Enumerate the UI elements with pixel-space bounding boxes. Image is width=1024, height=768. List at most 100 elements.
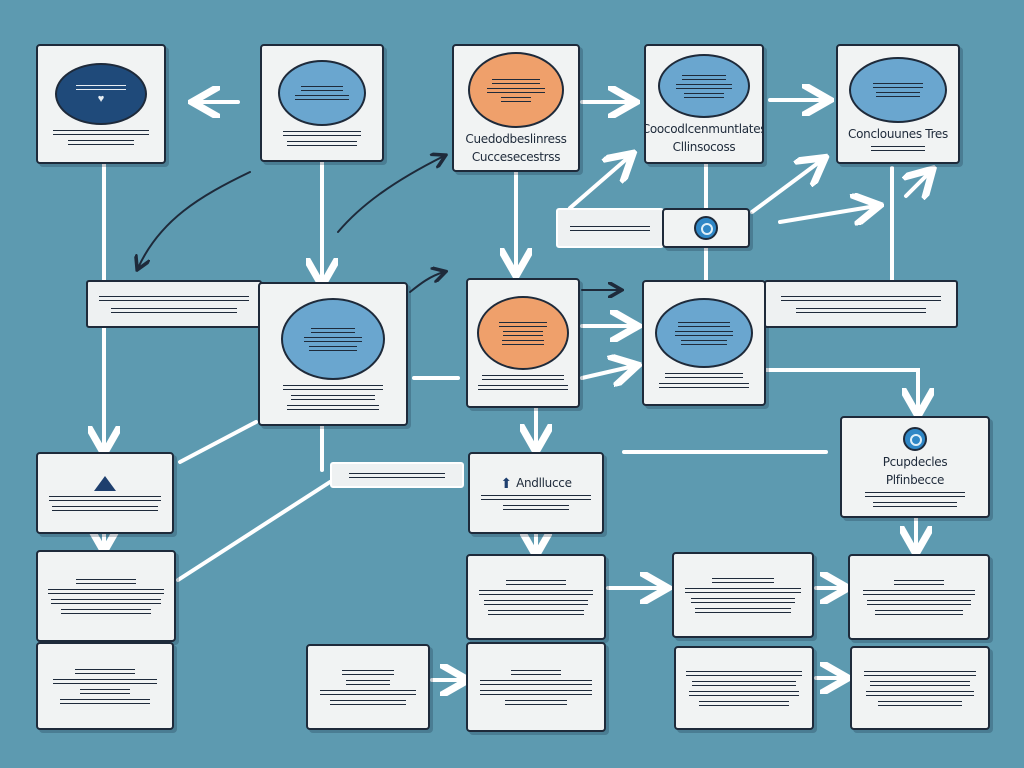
node-text-line [487,87,545,93]
node-text-line [52,505,158,511]
node-text-line [675,330,733,336]
node-top-right-1-bubble [658,54,750,118]
node-text-line [488,609,584,615]
node-row5-1[interactable] [36,550,176,642]
node-row6-4[interactable] [674,646,814,730]
short-diag [178,420,258,464]
strip-left[interactable] [86,280,262,328]
node-text-line [330,699,406,705]
node-text-line [684,92,724,98]
node-text-line [481,495,591,500]
node-title: Pcupdecles [882,455,948,469]
node-text-line [505,699,567,705]
node-text-line [484,599,588,605]
node-text-line [865,492,965,497]
node-title-2: Plfinbecce [885,473,945,487]
node-mid-2-bubble [281,298,385,380]
node-text-line [68,140,134,145]
node-text-line [511,669,561,675]
node-top-left-bubble: ♥ [55,63,147,125]
node-left-triangle[interactable] [36,452,174,534]
node-text-line [682,74,726,80]
node-text-line [311,327,355,333]
node-text-line [876,92,920,97]
node-text-line [659,383,749,388]
node-text-line [349,472,445,478]
node-text-line [301,86,343,91]
node-text-line [781,295,941,301]
sweep-diag [176,480,332,582]
node-row5-2[interactable] [466,554,606,640]
node-title: Conclouunes Tres [848,127,948,141]
node-text-line [53,678,157,684]
node-text-line [346,679,390,685]
curve-dark-3 [409,272,444,293]
node-top-2[interactable] [260,44,384,162]
node-text-line [502,339,544,345]
node-top-left[interactable]: ♥ [36,44,166,164]
node-text-line [873,83,923,88]
node-top-right-2[interactable]: Conclouunes Tres [836,44,960,164]
strip-right[interactable] [764,280,958,328]
node-text-line [678,321,730,327]
node-row6-1[interactable] [36,642,174,730]
node-text-line [479,589,593,595]
node-text-line [76,578,136,584]
diag-2 [750,160,822,214]
node-text-line [61,608,151,614]
curve-dark-2 [337,156,444,233]
curve-dark-1 [138,171,251,268]
node-text-line [480,689,592,695]
node-text-line [867,599,971,605]
node-text-line [878,700,962,706]
node-mid-2[interactable] [258,282,408,426]
split-node[interactable] [662,208,750,248]
node-row6-3[interactable] [466,642,606,732]
node-text-line [283,385,383,390]
node-text-line [875,609,963,615]
diag-1 [568,156,630,210]
node-row5-4[interactable] [848,554,990,640]
node-row5-3[interactable] [672,552,814,638]
node-row6-5[interactable] [850,646,990,730]
node-text-line [501,96,531,102]
node-text-line [480,679,592,685]
node-row6-2[interactable] [306,644,430,730]
node-text-line [712,577,774,583]
diag-4 [906,172,930,196]
node-text-line [48,588,164,594]
ribbon-mid[interactable] [330,462,464,488]
node-text-line [685,587,801,593]
node-text-line [676,83,732,89]
split-icon [694,216,718,240]
node-subtitle: Cllinsocoss [672,140,736,154]
node-text-line [871,146,925,151]
node-text-line [295,95,349,100]
node-text-line [686,670,802,676]
node-right-mid[interactable]: Pcupdecles Plfinbecce [840,416,990,518]
diag-3 [778,206,876,222]
node-text-line [689,690,799,696]
node-text-line [320,689,416,695]
node-text-line [681,339,727,345]
node-top-right-1[interactable]: Coocodlcenmuntlates Cllinsocoss [644,44,764,164]
node-text-line [894,579,944,585]
node-text-line [665,373,743,378]
node-text-line [99,295,249,301]
globe-icon [903,427,927,451]
ribbon-label[interactable] [556,208,664,248]
node-header: ⬆ Andllucce [500,476,572,490]
node-text-line [342,669,394,675]
node-text-line [492,78,540,84]
node-mid-center-bubble [477,296,569,370]
node-text-line [695,607,791,613]
node-text-line [478,385,568,390]
node-top-center[interactable]: Cuedodbeslinress Cuccesecestrss [452,44,580,172]
node-mid-right[interactable] [642,280,766,406]
node-center-small[interactable]: ⬆ Andllucce [468,452,604,534]
node-text-line [796,307,926,313]
node-text-line [866,690,974,696]
node-mid-center[interactable] [466,278,580,408]
node-text-line [692,680,796,686]
node-text-line [503,505,569,510]
